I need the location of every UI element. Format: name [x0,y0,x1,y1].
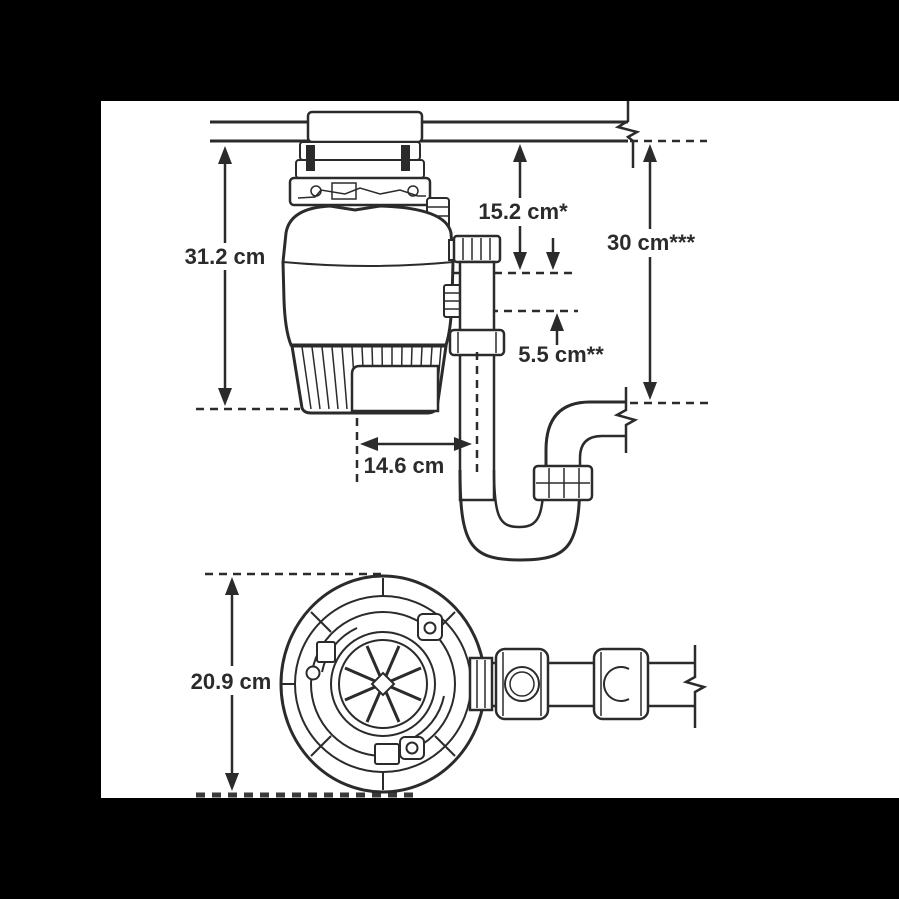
mounting-lugs [305,613,443,765]
dishwasher-inlet [443,284,462,318]
trap-arm-inner [578,434,626,466]
disposer-top-view [279,574,487,794]
gasket-left [306,145,315,171]
splash-guard-spokes [344,645,422,723]
arrowhead-right [454,437,472,451]
dimension-counter-to-discharge: 15.2 cm* [476,144,570,270]
dimension-diameter: 20.9 cm [184,577,278,791]
overall-height-label: 31.2 cm [185,244,266,269]
arrowhead-left [360,437,378,451]
counter-to-drain-label: 30 cm*** [607,230,696,255]
center-to-trap-label: 14.6 cm [364,453,445,478]
p-trap [458,387,639,562]
skirt-panel [350,364,440,413]
splash-guard-outer [330,631,436,737]
coupling-nut-2 [592,647,650,721]
sink-flange [306,110,424,144]
diameter-label: 20.9 cm [191,669,272,694]
coupling-nut-1 [494,647,550,721]
discharge-drop-label: 5.5 cm** [518,342,604,367]
arrowhead-up [643,144,657,162]
trap-arm-outer [544,400,626,466]
splash-guard-inner [338,639,428,729]
gasket-right [401,145,410,171]
arrowhead-up [218,146,232,164]
arrowhead-down [218,388,232,406]
arrowhead-down [546,252,560,270]
top-view: 20.9 cm [184,572,708,798]
dimension-discharge-drop: 5.5 cm** [518,313,604,367]
disposer-body [281,204,462,415]
side-view: 31.2 cm 15.2 cm* 5.5 cm** 30 [182,101,710,562]
tailpiece-slip-nut [448,328,506,357]
outlet-boss [468,656,494,712]
arrowhead-up [550,313,564,331]
arrowhead-down [513,252,527,270]
discharge-nut [452,234,502,264]
counter-to-discharge-label: 15.2 cm* [478,199,568,224]
dimension-center-to-trap: 14.6 cm [355,418,472,482]
mounting-assembly [288,141,432,207]
dimension-overall-height: 31.2 cm [182,146,268,406]
arrowhead-down [225,773,239,791]
pipe-break-icon [613,387,639,453]
spoke-hub [370,671,396,697]
arrowhead-up [225,577,239,595]
discharge-plumbing [448,234,639,562]
pipe-break-icon [682,645,708,728]
dimension-counter-to-drain: 30 cm*** [599,144,703,400]
arrowhead-up [513,144,527,162]
outlet-pipe [468,645,708,728]
arrowhead-down [643,382,657,400]
